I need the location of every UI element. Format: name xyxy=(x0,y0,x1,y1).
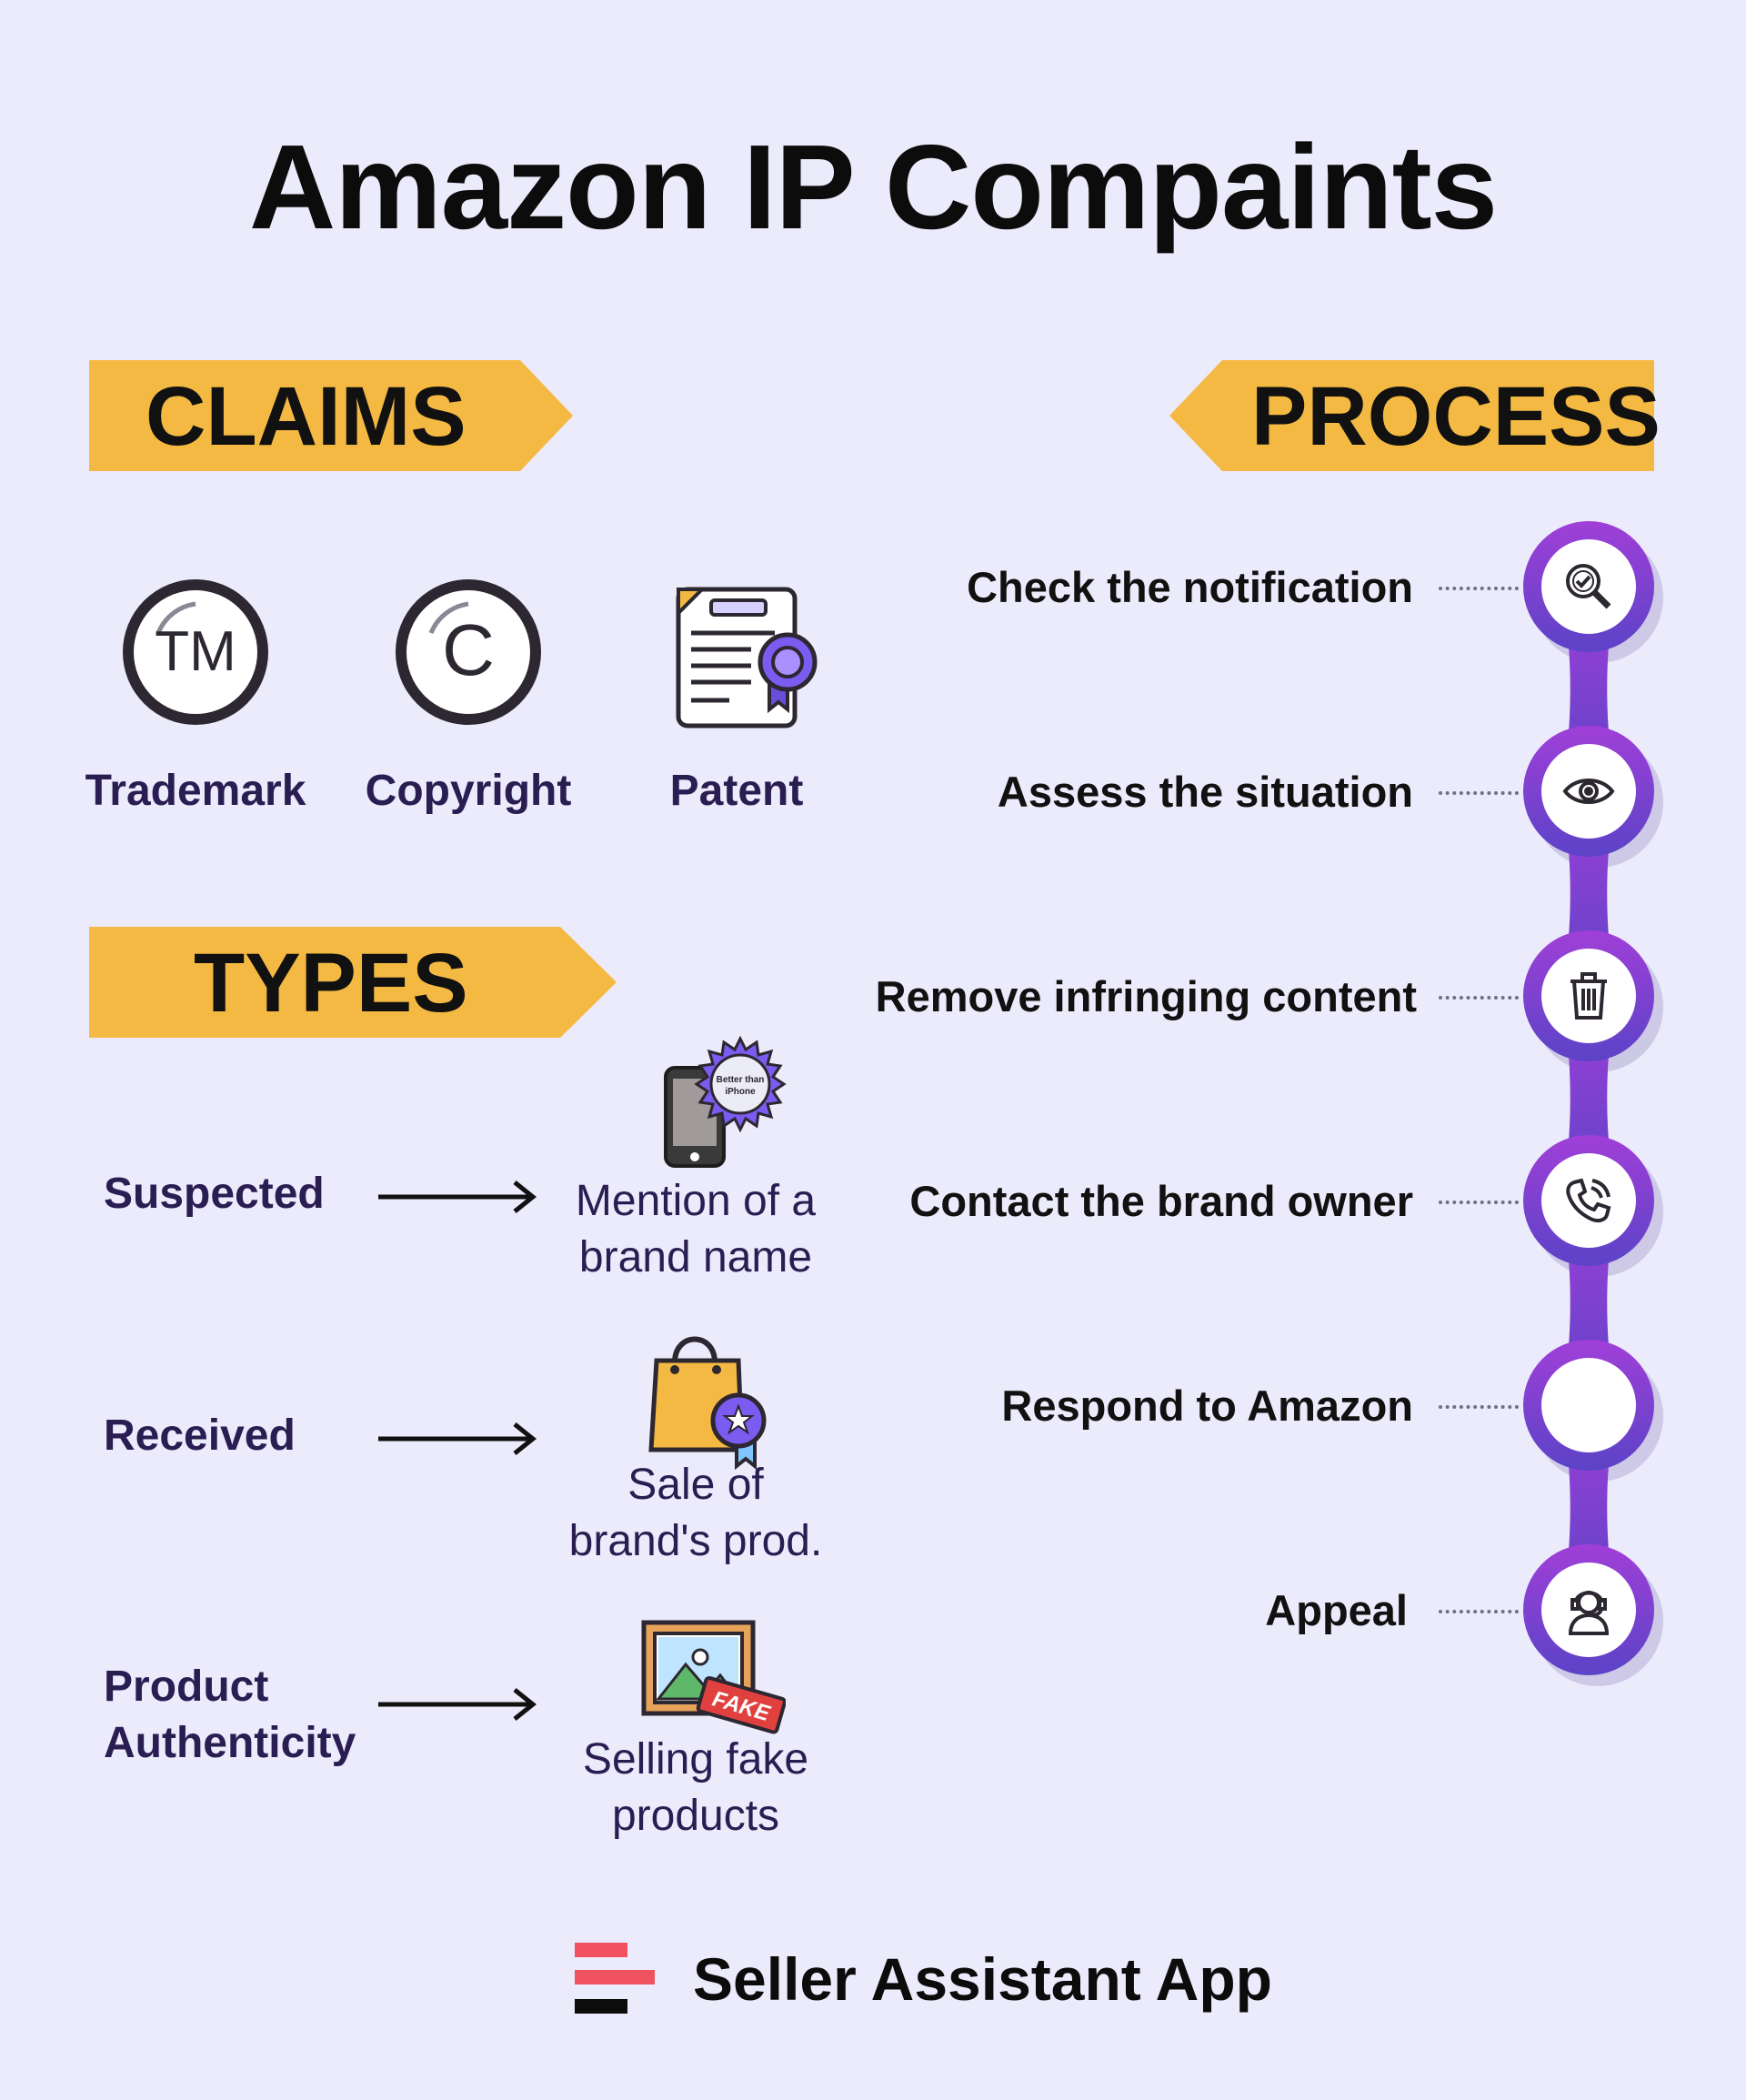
badge-text-line1: Better than xyxy=(717,1075,765,1085)
dotted-leader xyxy=(1439,996,1519,1000)
seller-assistant-logo-icon xyxy=(573,1941,657,2017)
trash-icon xyxy=(1561,969,1616,1023)
type-desc-line: brand name xyxy=(578,1233,813,1281)
claims-ribbon-shape xyxy=(89,360,573,471)
type-desc-line: Selling fake xyxy=(582,1735,809,1783)
type-desc-line: Sale of xyxy=(627,1461,764,1509)
type-desc-line: products xyxy=(611,1792,780,1840)
dotted-leader xyxy=(1439,1405,1519,1409)
process-chain xyxy=(1520,518,1666,1692)
type-label-received: Received xyxy=(104,1412,296,1460)
eye-icon xyxy=(1561,764,1616,819)
magnifier-check-icon xyxy=(1561,559,1616,614)
claims-ribbon: CLAIMS xyxy=(89,360,573,471)
process-step-label: Check the notification xyxy=(967,563,1413,611)
process-step-label: Assess the situation xyxy=(997,768,1413,816)
type-desc-line: Mention of a xyxy=(575,1177,817,1225)
type-label-line: Authenticity xyxy=(104,1719,356,1767)
process-heading: PROCESS xyxy=(1251,370,1661,463)
types-heading: TYPES xyxy=(194,937,468,1030)
type-desc-product-authenticity: Selling fake products xyxy=(537,1732,855,1844)
phone-call-icon xyxy=(1561,1173,1616,1228)
process-step-label: Remove infringing content xyxy=(875,972,1417,1020)
type-desc-received: Sale of brand's prod. xyxy=(537,1457,855,1570)
arrow-right-icon xyxy=(378,1686,538,1723)
arrow-right-icon xyxy=(378,1179,538,1215)
trademark-icon: TM xyxy=(122,578,269,726)
shopping-bag-badge-icon xyxy=(644,1328,771,1470)
process-ribbon: PROCESS xyxy=(1169,360,1661,471)
type-desc-suspected: Mention of a brand name xyxy=(537,1173,855,1286)
type-label-product-authenticity: Product Authenticity xyxy=(104,1659,356,1772)
claim-label-patent: Patent xyxy=(669,767,804,815)
type-desc-line: brand's prod. xyxy=(568,1517,823,1565)
dotted-leader xyxy=(1439,1201,1519,1204)
footer-brand-name: Seller Assistant App xyxy=(693,1945,1272,2013)
copyright-icon: C xyxy=(395,578,542,726)
dotted-leader xyxy=(1439,587,1519,590)
process-chain-shape xyxy=(1523,521,1663,1686)
type-label-line: Product xyxy=(104,1663,269,1711)
claim-label-copyright: Copyright xyxy=(365,767,572,815)
claims-heading: CLAIMS xyxy=(146,370,467,463)
patent-certificate-icon xyxy=(675,582,822,729)
trademark-glyph: TM xyxy=(155,620,236,683)
type-label-suspected: Suspected xyxy=(104,1170,325,1218)
process-step-label: Contact the brand owner xyxy=(909,1177,1413,1225)
claim-label-trademark: Trademark xyxy=(85,767,306,815)
fake-picture-icon: FAKE xyxy=(640,1619,786,1739)
page-title: Amazon IP Compaints xyxy=(248,120,1498,254)
process-ribbon-shape xyxy=(1169,360,1654,471)
dotted-leader xyxy=(1439,1610,1519,1613)
arrow-right-icon xyxy=(378,1421,538,1457)
phone-badge-icon: Better than iPhone xyxy=(662,1035,789,1170)
dotted-leader xyxy=(1439,791,1519,795)
process-step-label: Appeal xyxy=(1265,1586,1408,1634)
types-ribbon-shape xyxy=(89,927,617,1038)
badge-text-line2: iPhone xyxy=(725,1087,756,1097)
support-agent-icon xyxy=(1561,1583,1616,1637)
process-step-label: Respond to Amazon xyxy=(1001,1382,1413,1430)
copyright-glyph: C xyxy=(442,609,495,690)
types-ribbon: TYPES xyxy=(89,927,617,1038)
